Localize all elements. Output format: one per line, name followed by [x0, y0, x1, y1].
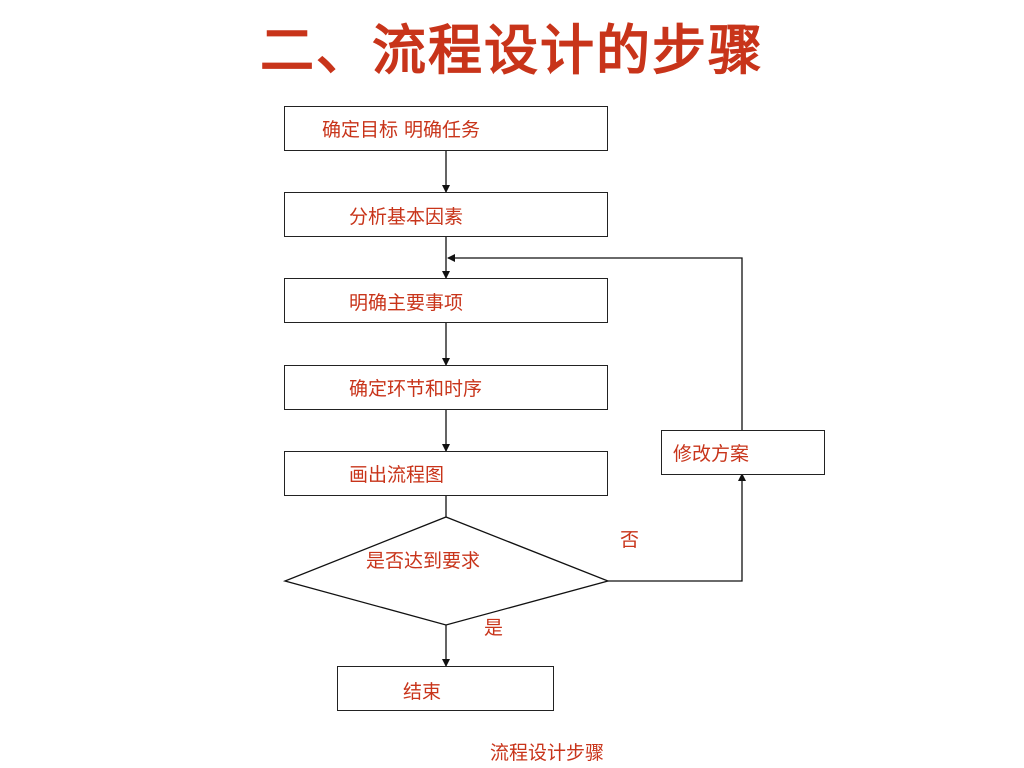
arrow-revise-step3 [447, 254, 743, 431]
yes-branch-label: 是 [484, 617, 504, 639]
page-title: 二、流程设计的步骤 [260, 18, 764, 82]
step-label-main-items: 明确主要事项 [349, 292, 464, 314]
step-box-draw-chart [284, 451, 608, 496]
step-box-analyze-factors [284, 192, 608, 237]
step-label-define-goal: 确定目标 明确任务 [322, 119, 481, 141]
decision-label: 是否达到要求 [366, 550, 481, 572]
step-box-main-items [284, 278, 608, 323]
arrow-decision-revise [608, 473, 746, 582]
step-box-sequence [284, 365, 608, 410]
end-box [337, 666, 554, 711]
step-label-sequence: 确定环节和时序 [349, 378, 483, 400]
step-box-define-goal [284, 106, 608, 151]
revise-label: 修改方案 [673, 443, 750, 465]
step-label-draw-chart: 画出流程图 [349, 464, 445, 486]
decision-diamond [282, 516, 611, 626]
end-label: 结束 [403, 681, 442, 703]
diagram-caption: 流程设计步骤 [489, 742, 604, 764]
no-branch-label: 否 [620, 529, 640, 551]
revise-box [661, 430, 825, 475]
step-label-analyze-factors: 分析基本因素 [349, 206, 464, 228]
